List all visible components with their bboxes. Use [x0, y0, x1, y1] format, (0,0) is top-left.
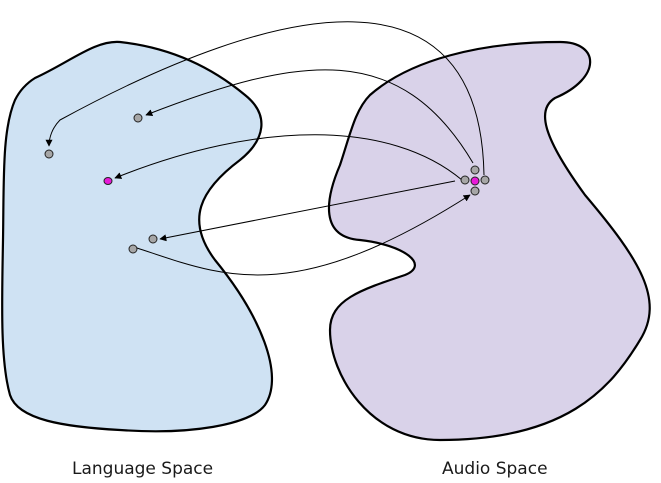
audio-point: [460, 175, 470, 185]
audio-point: [470, 186, 480, 196]
arrow-lang-left-to-audio-bottom: [136, 194, 471, 276]
audio-space-region: [327, 40, 651, 442]
audio-space-label: Audio Space: [442, 459, 548, 479]
arrow-audio-left-to-lang-middle: [159, 180, 456, 242]
lang-point: [133, 113, 143, 123]
language-points: [44, 113, 158, 254]
arrow-audio-top-to-lang-far-left: [45, 21, 485, 176]
lang-point: [148, 234, 158, 244]
audio-points: [460, 165, 490, 196]
arrow-audio-top-to-lang-top: [145, 69, 474, 164]
lang-point: [128, 244, 138, 254]
audio-point: [470, 165, 480, 175]
mapping-arrows: [45, 21, 485, 276]
arrow-audio-center-to-lang-highlight: [114, 134, 463, 181]
lang-point-highlight: [103, 177, 113, 185]
language-space-label: Language Space: [72, 459, 214, 479]
audio-point-highlight: [470, 176, 480, 186]
lang-point: [44, 149, 54, 159]
audio-point: [480, 175, 490, 185]
language-space-region: [1, 40, 274, 433]
